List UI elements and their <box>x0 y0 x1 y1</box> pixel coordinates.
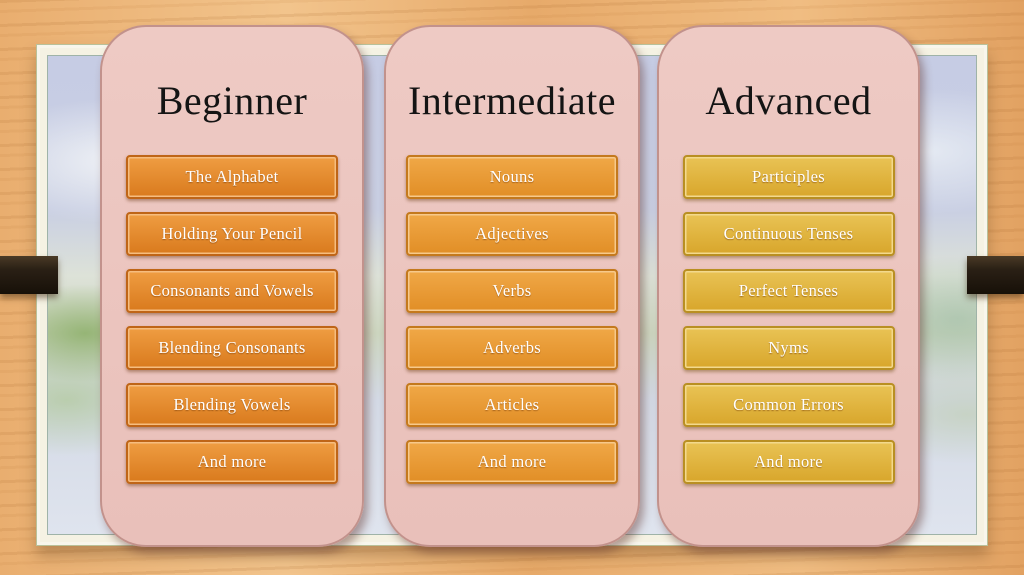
left-clamp-bar <box>0 256 58 294</box>
column-intermediate: Intermediate Nouns Adjectives Verbs Adve… <box>384 25 640 547</box>
menu-button[interactable]: Common Errors <box>682 383 895 427</box>
menu-button[interactable]: The Alphabet <box>126 155 338 199</box>
menu-button[interactable]: Articles <box>406 383 618 427</box>
menu-button[interactable]: Nouns <box>406 155 618 199</box>
menu-button[interactable]: Participles <box>682 155 895 199</box>
menu-button[interactable]: Adjectives <box>406 212 618 256</box>
menu-button[interactable]: Continuous Tenses <box>682 212 895 256</box>
right-clamp-bar <box>967 256 1024 294</box>
column-title-intermediate: Intermediate <box>407 78 617 123</box>
menu-button[interactable]: Holding Your Pencil <box>126 212 338 256</box>
button-list-beginner: The Alphabet Holding Your Pencil Consona… <box>126 155 338 484</box>
menu-button[interactable]: Blending Vowels <box>126 383 338 427</box>
menu-button[interactable]: Perfect Tenses <box>682 269 895 313</box>
menu-button[interactable]: Blending Consonants <box>126 326 338 370</box>
button-list-intermediate: Nouns Adjectives Verbs Adverbs Articles … <box>406 155 618 484</box>
column-beginner: Beginner The Alphabet Holding Your Penci… <box>100 25 364 547</box>
column-title-beginner: Beginner <box>156 78 308 123</box>
menu-button[interactable]: Consonants and Vowels <box>126 269 338 313</box>
column-title-advanced: Advanced <box>705 78 872 123</box>
button-list-advanced: Participles Continuous Tenses Perfect Te… <box>682 155 895 484</box>
menu-button[interactable]: And more <box>406 440 618 484</box>
menu-button[interactable]: Adverbs <box>406 326 618 370</box>
menu-button[interactable]: And more <box>126 440 338 484</box>
menu-button[interactable]: Verbs <box>406 269 618 313</box>
menu-button[interactable]: Nyms <box>682 326 895 370</box>
menu-button[interactable]: And more <box>682 440 895 484</box>
column-advanced: Advanced Participles Continuous Tenses P… <box>657 25 920 547</box>
